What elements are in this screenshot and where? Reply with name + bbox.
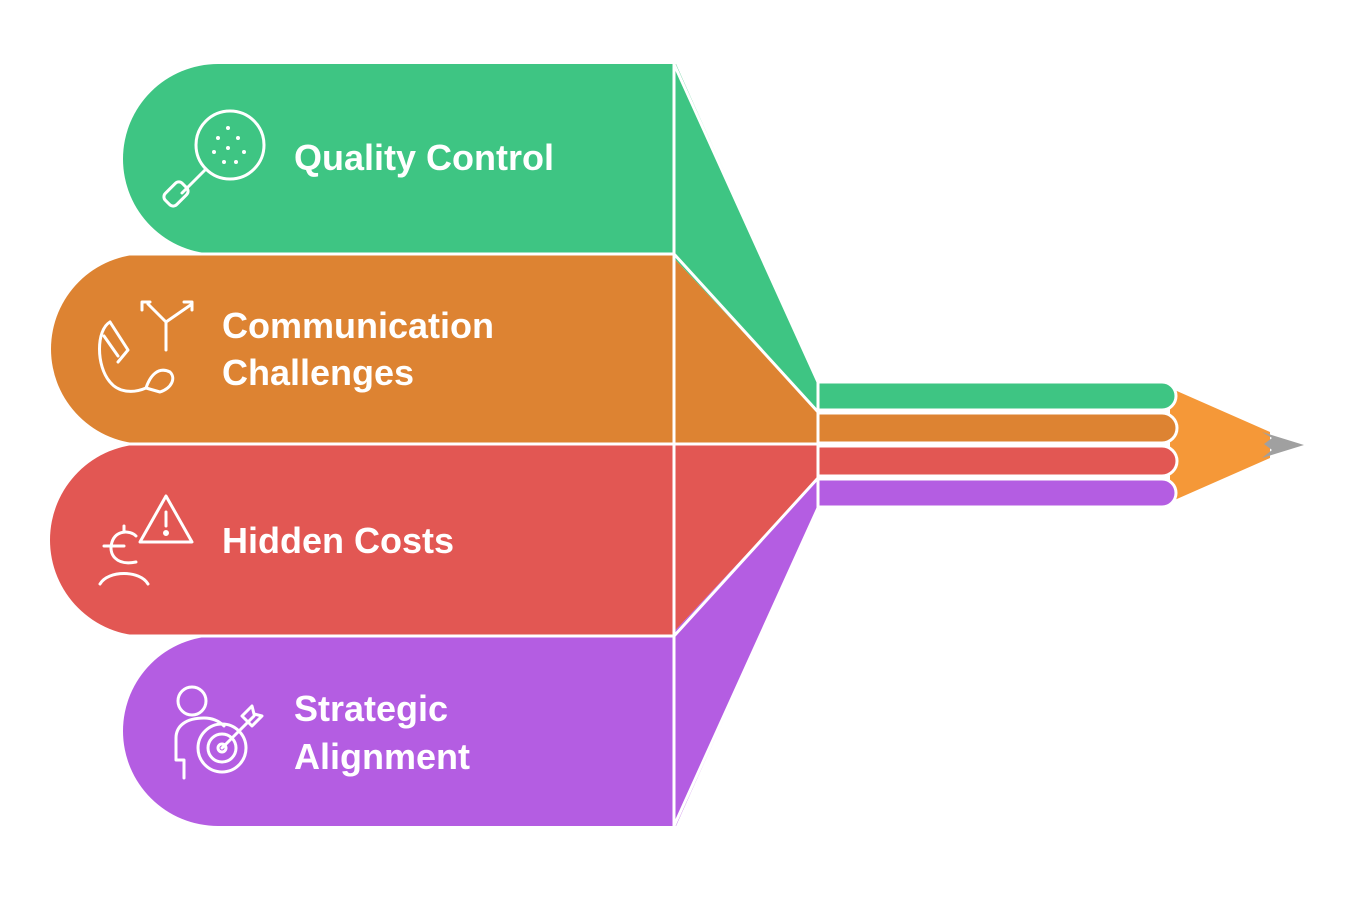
pencil-stripe-purple bbox=[816, 477, 1178, 509]
label-strategic-line-1: Strategic bbox=[294, 688, 448, 729]
pencil-stripe-red bbox=[816, 444, 1179, 478]
label-quality-control: Quality Control bbox=[294, 137, 554, 178]
pencil-body bbox=[816, 380, 1304, 509]
separators bbox=[50, 63, 820, 827]
pencil-stripe-orange bbox=[816, 411, 1179, 445]
band-hidden-costs bbox=[50, 444, 674, 636]
label-strategic-line-2: Alignment bbox=[294, 736, 470, 777]
band-communication-challenges bbox=[51, 254, 674, 444]
label-communication-line-2: Challenges bbox=[222, 352, 414, 393]
funnel-red bbox=[670, 444, 818, 636]
label-hidden-costs: Hidden Costs bbox=[222, 520, 454, 561]
band-strategic-alignment bbox=[123, 636, 674, 826]
funnel-purple bbox=[670, 478, 818, 826]
magnifier-icon bbox=[162, 109, 266, 208]
funnel-orange bbox=[670, 254, 818, 444]
label-communication-line-1: Communication bbox=[222, 305, 494, 346]
phone-split-arrows-icon bbox=[98, 300, 194, 394]
funnel-green bbox=[670, 64, 818, 412]
pencil-stripe-green bbox=[816, 380, 1178, 412]
band-quality-control bbox=[123, 64, 674, 254]
pencil-tip bbox=[1170, 388, 1270, 502]
pencil-lead bbox=[1262, 432, 1304, 458]
person-target-icon bbox=[174, 685, 264, 780]
euro-warning-icon bbox=[98, 494, 194, 586]
